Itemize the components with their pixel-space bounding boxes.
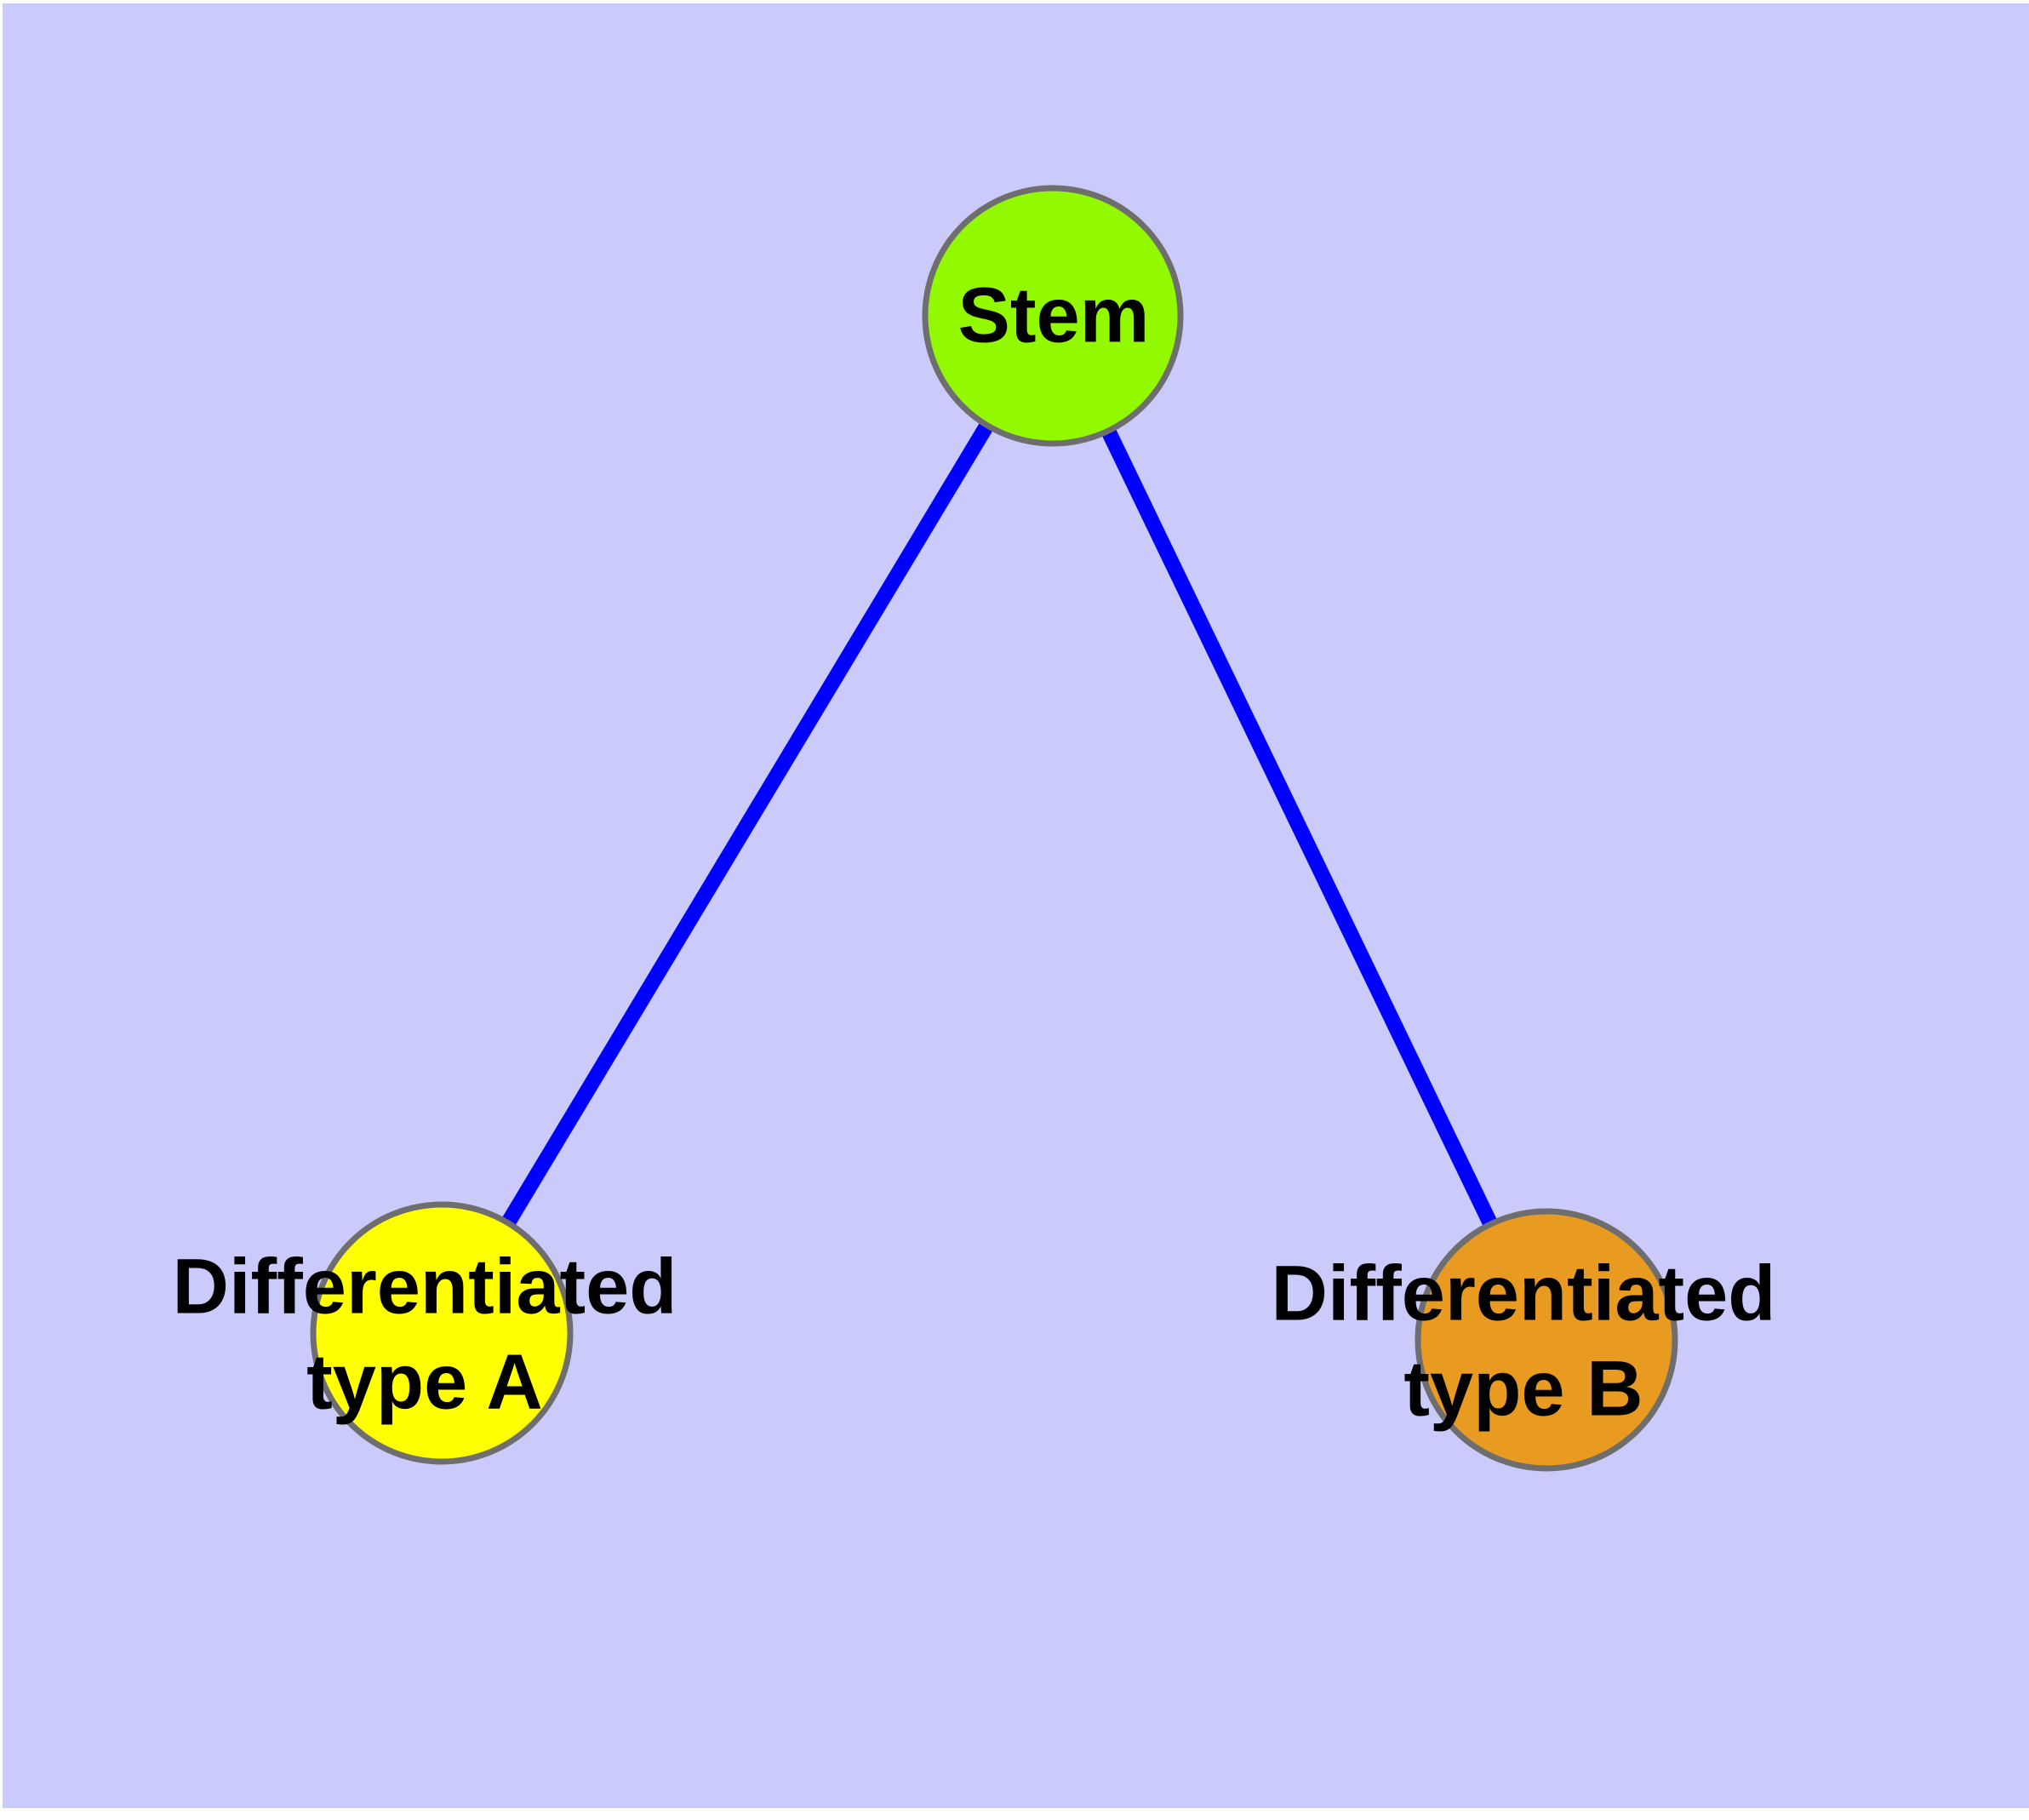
- node-type-a-label-line2: type A: [306, 1338, 543, 1425]
- node-differentiated-type-b: [1415, 1208, 1678, 1472]
- edge-stem-to-type-a: [435, 312, 1060, 1337]
- node-stem-label: Stem: [958, 272, 1150, 358]
- node-differentiated-type-a: [310, 1201, 574, 1465]
- node-type-b-label-line2: type B: [1403, 1345, 1643, 1432]
- node-stem: [922, 185, 1184, 447]
- node-type-a-label-line1: Differentiated: [173, 1243, 677, 1330]
- edge-stem-to-type-b: [1045, 312, 1554, 1343]
- node-type-b-label-line1: Differentiated: [1272, 1250, 1776, 1336]
